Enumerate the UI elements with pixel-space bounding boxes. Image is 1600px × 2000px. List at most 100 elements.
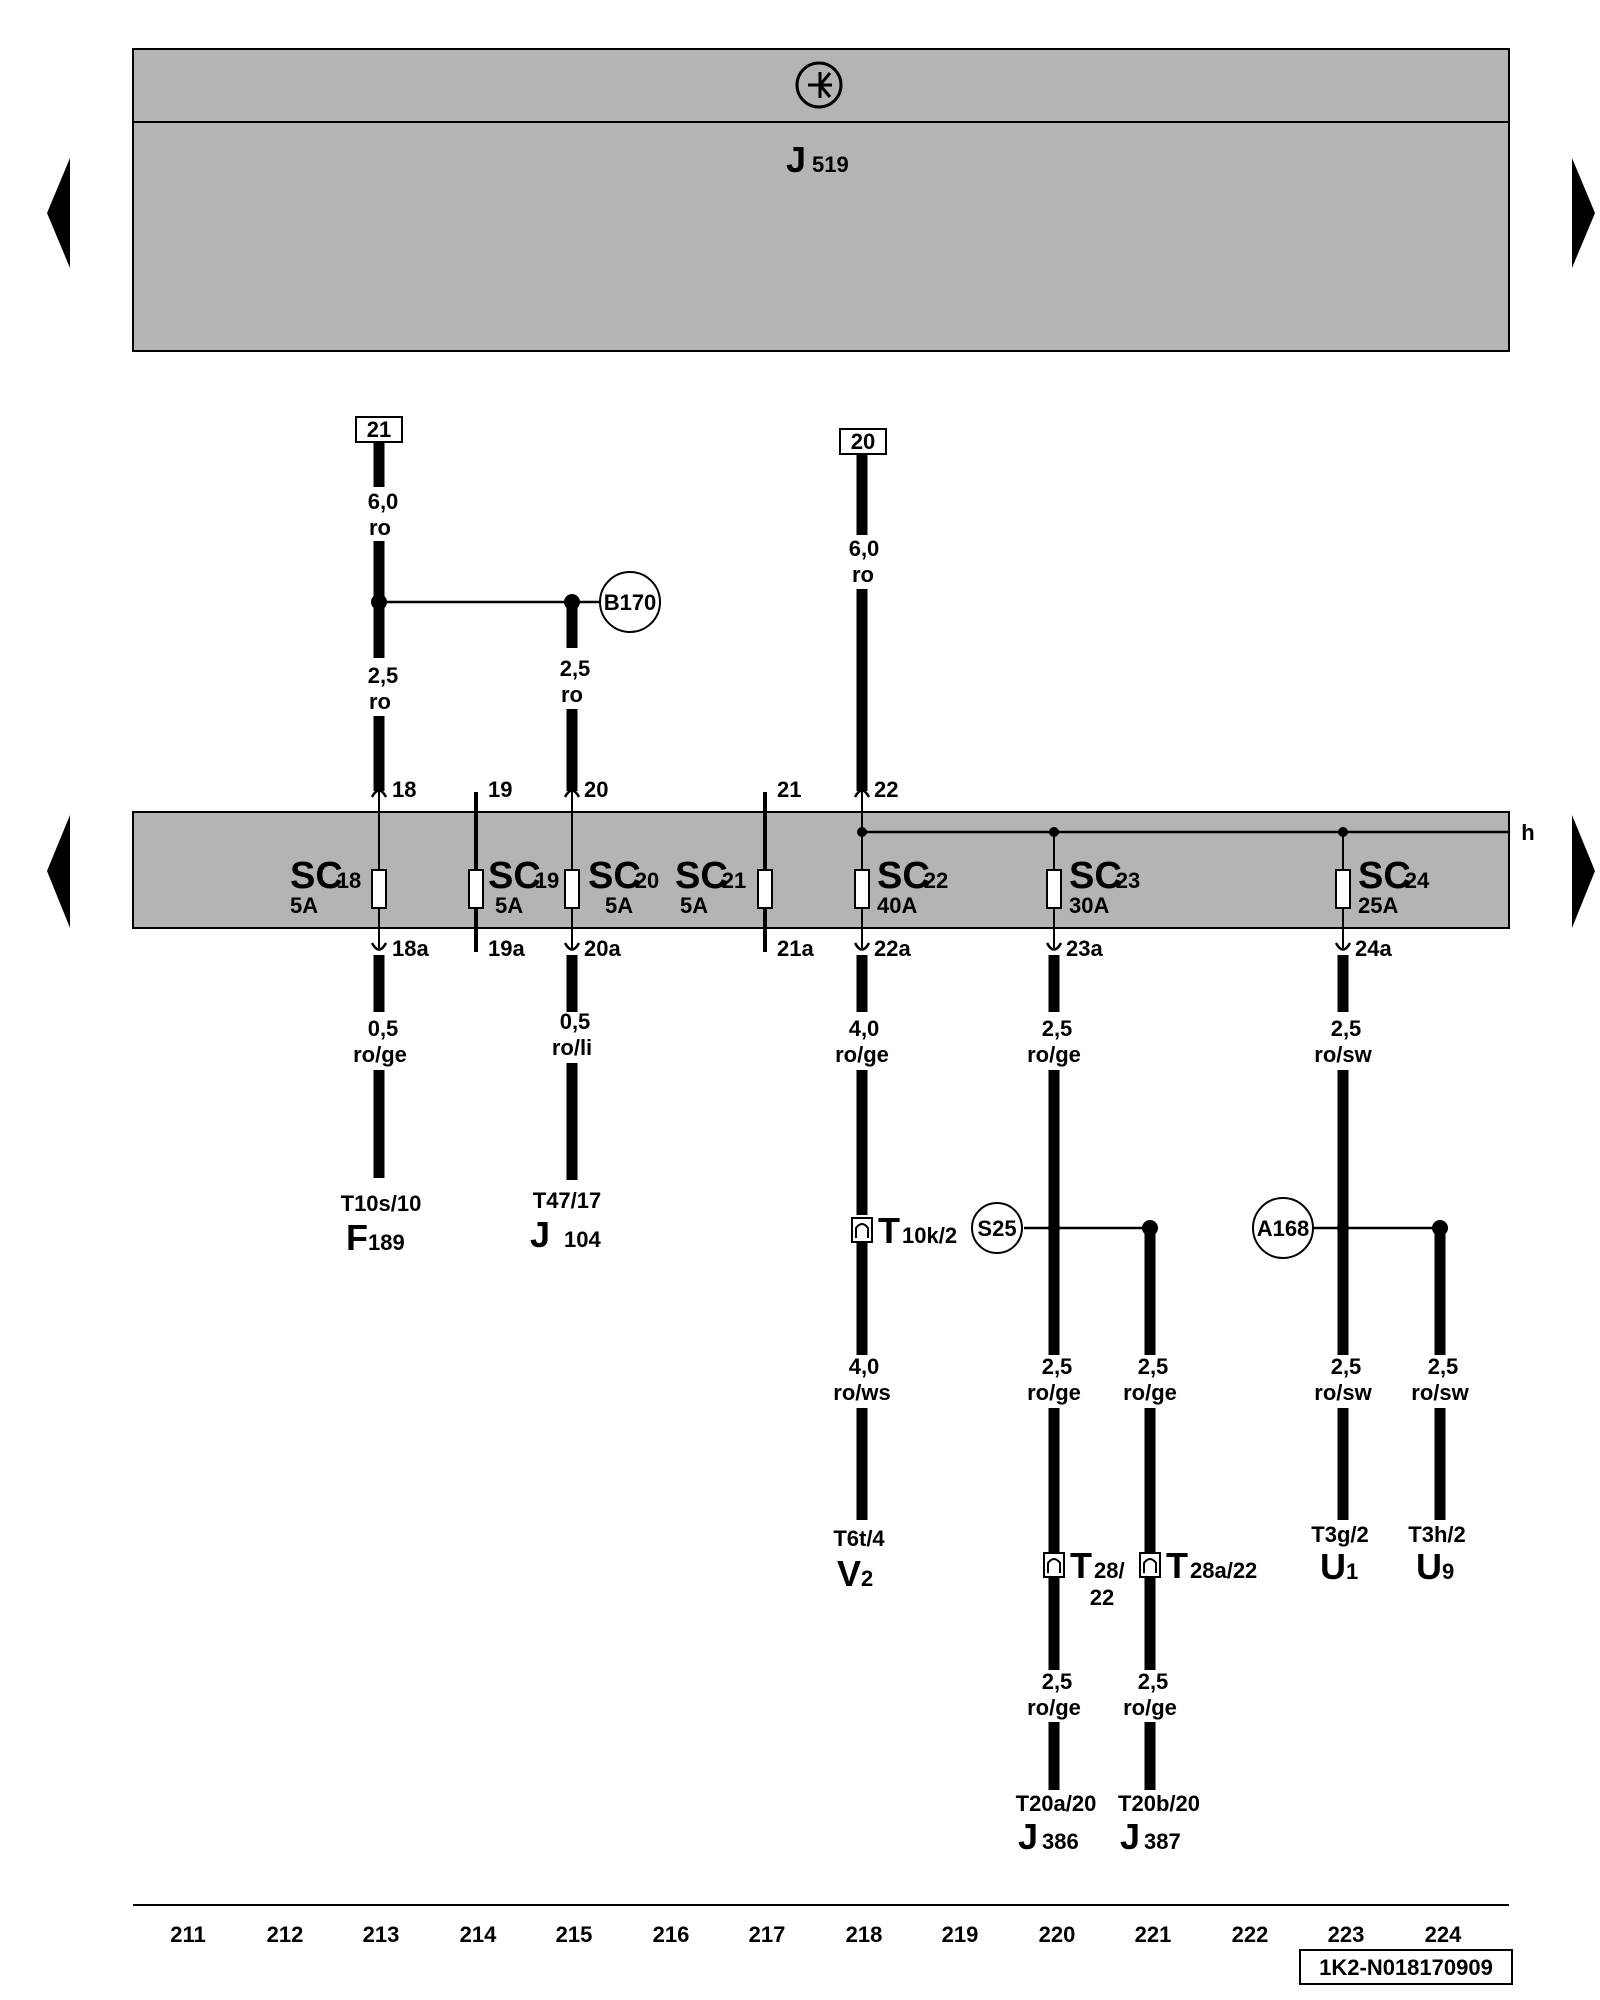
fuse-pin-in: 22	[874, 777, 898, 802]
fuse-sc23	[1045, 832, 1063, 951]
wire-gauge: 4,0	[849, 1354, 880, 1379]
wire-color: ro	[852, 562, 874, 587]
component-pin: T20b/20	[1118, 1791, 1200, 1816]
grid-number: 219	[942, 1922, 979, 1947]
wire-gauge: 2,5	[1042, 1016, 1073, 1041]
ground-point-s25	[971, 1202, 1023, 1254]
grid-number: 213	[363, 1922, 400, 1947]
control-unit-letter: J	[786, 139, 806, 180]
wire-color: ro/ge	[1027, 1695, 1081, 1720]
fuse-pin-out: 24a	[1355, 936, 1392, 961]
terminal-20-label: 20	[851, 429, 875, 454]
fuse-sc19-rating: 5A	[495, 893, 523, 918]
grid-number: 221	[1135, 1922, 1172, 1947]
grid-number: 215	[556, 1922, 593, 1947]
ground-point-a168	[1252, 1197, 1314, 1259]
fuse-sc21-rating: 5A	[680, 893, 708, 918]
fuse-pin-in: 18	[392, 777, 416, 802]
wire-gauge: 2,5	[1331, 1354, 1362, 1379]
wire-color: ro/ge	[353, 1042, 407, 1067]
control-unit-band	[132, 48, 1510, 352]
wire-gauge: 6,0	[849, 536, 880, 561]
wire-color: ro/ge	[835, 1042, 889, 1067]
wire-gauge: 2,5	[1042, 1354, 1073, 1379]
grid-number: 211	[170, 1922, 206, 1947]
fuse-pin-out: 18a	[392, 936, 429, 961]
wire-color: ro/ws	[833, 1380, 890, 1405]
component-label: U1	[1320, 1546, 1358, 1587]
wire-color: ro/ge	[1027, 1380, 1081, 1405]
connector-label: T10k/2	[878, 1210, 957, 1251]
junction-dot	[371, 594, 387, 610]
fuse-sc24-rating: 25A	[1358, 893, 1398, 918]
fuse-sc19-label: SC19	[488, 855, 559, 897]
wire-gauge: 6,0	[368, 489, 399, 514]
component-pin: T47/17	[533, 1188, 602, 1213]
connector-icon	[1139, 1552, 1161, 1578]
nav-prev-bottom-icon[interactable]	[47, 815, 70, 928]
wire-color: ro/ge	[1123, 1380, 1177, 1405]
wire-gauge: 0,5	[560, 1009, 591, 1034]
fuse-pin-out: 21a	[777, 936, 814, 961]
component-pin: T3g/2	[1311, 1522, 1368, 1547]
wire-color: ro/li	[552, 1035, 592, 1060]
fuse-sc22	[853, 789, 871, 951]
doc-code-box	[1299, 1949, 1513, 1985]
control-unit-number: 519	[812, 152, 849, 177]
nav-next-bottom-icon[interactable]	[1572, 815, 1595, 928]
terminal-21-label: 21	[367, 417, 391, 442]
fuse-sc20-rating: 5A	[605, 893, 633, 918]
grid-number: 216	[653, 1922, 690, 1947]
wire-gauge: 2,5	[1428, 1354, 1459, 1379]
grid-number: 218	[846, 1922, 883, 1947]
nav-next-top-icon[interactable]	[1572, 158, 1595, 268]
component-pin: T6t/4	[833, 1526, 885, 1551]
terminal-20: 20	[839, 428, 887, 455]
wire-gauge: 2,5	[560, 656, 591, 681]
fuse-sc22-label: SC22	[877, 855, 948, 897]
wire-color: ro/sw	[1314, 1042, 1372, 1067]
junction-dot	[1048, 1222, 1060, 1234]
wire-gauge: 2,5	[1042, 1669, 1073, 1694]
junction-dot	[1337, 1222, 1349, 1234]
junction-dot	[1432, 1220, 1448, 1236]
grid-number: 217	[749, 1922, 786, 1947]
ground-point-b170	[599, 571, 661, 633]
wire-color: ro/ge	[1123, 1695, 1177, 1720]
wire-color: ro/sw	[1411, 1380, 1469, 1405]
grid-number: 223	[1328, 1922, 1365, 1947]
wire-color: ro	[369, 689, 391, 714]
fuse-sc24-label: SC24	[1358, 855, 1430, 897]
terminal-21: 21	[355, 416, 403, 443]
fuse-sc20-label: SC20	[588, 855, 659, 897]
nav-prev-top-icon[interactable]	[47, 158, 70, 268]
doc-code: 1K2-N018170909	[1319, 1955, 1493, 1980]
fuse-pin-out: 20a	[584, 936, 621, 961]
connector-label: T28a/22	[1166, 1545, 1257, 1586]
fuse-pin-out: 23a	[1066, 936, 1103, 961]
ground-point-a168-label: A168	[1257, 1216, 1310, 1241]
component-label: V2	[837, 1553, 873, 1594]
wire-gauge: 2,5	[1138, 1669, 1169, 1694]
junction-dot	[564, 594, 580, 610]
grid-number: 220	[1039, 1922, 1076, 1947]
fuse-sc21	[757, 792, 773, 952]
fuse-pin-in: 19	[488, 777, 512, 802]
fuse-sc18-label: SC18	[290, 855, 361, 897]
junction-dot	[1142, 1220, 1158, 1236]
ground-point-b170-label: B170	[604, 590, 657, 615]
wire-color: ro	[369, 515, 391, 540]
transistor-icon	[795, 61, 843, 109]
grid-number: 224	[1425, 1922, 1462, 1947]
connector-label-line2: 22	[1090, 1585, 1114, 1610]
grid-number: 222	[1232, 1922, 1269, 1947]
wire-color: ro/sw	[1314, 1380, 1372, 1405]
wire-color: ro/ge	[1027, 1042, 1081, 1067]
connector-icon	[851, 1217, 873, 1243]
fuse-pin-in: 21	[777, 777, 801, 802]
fuse-pin-in: 20	[584, 777, 608, 802]
